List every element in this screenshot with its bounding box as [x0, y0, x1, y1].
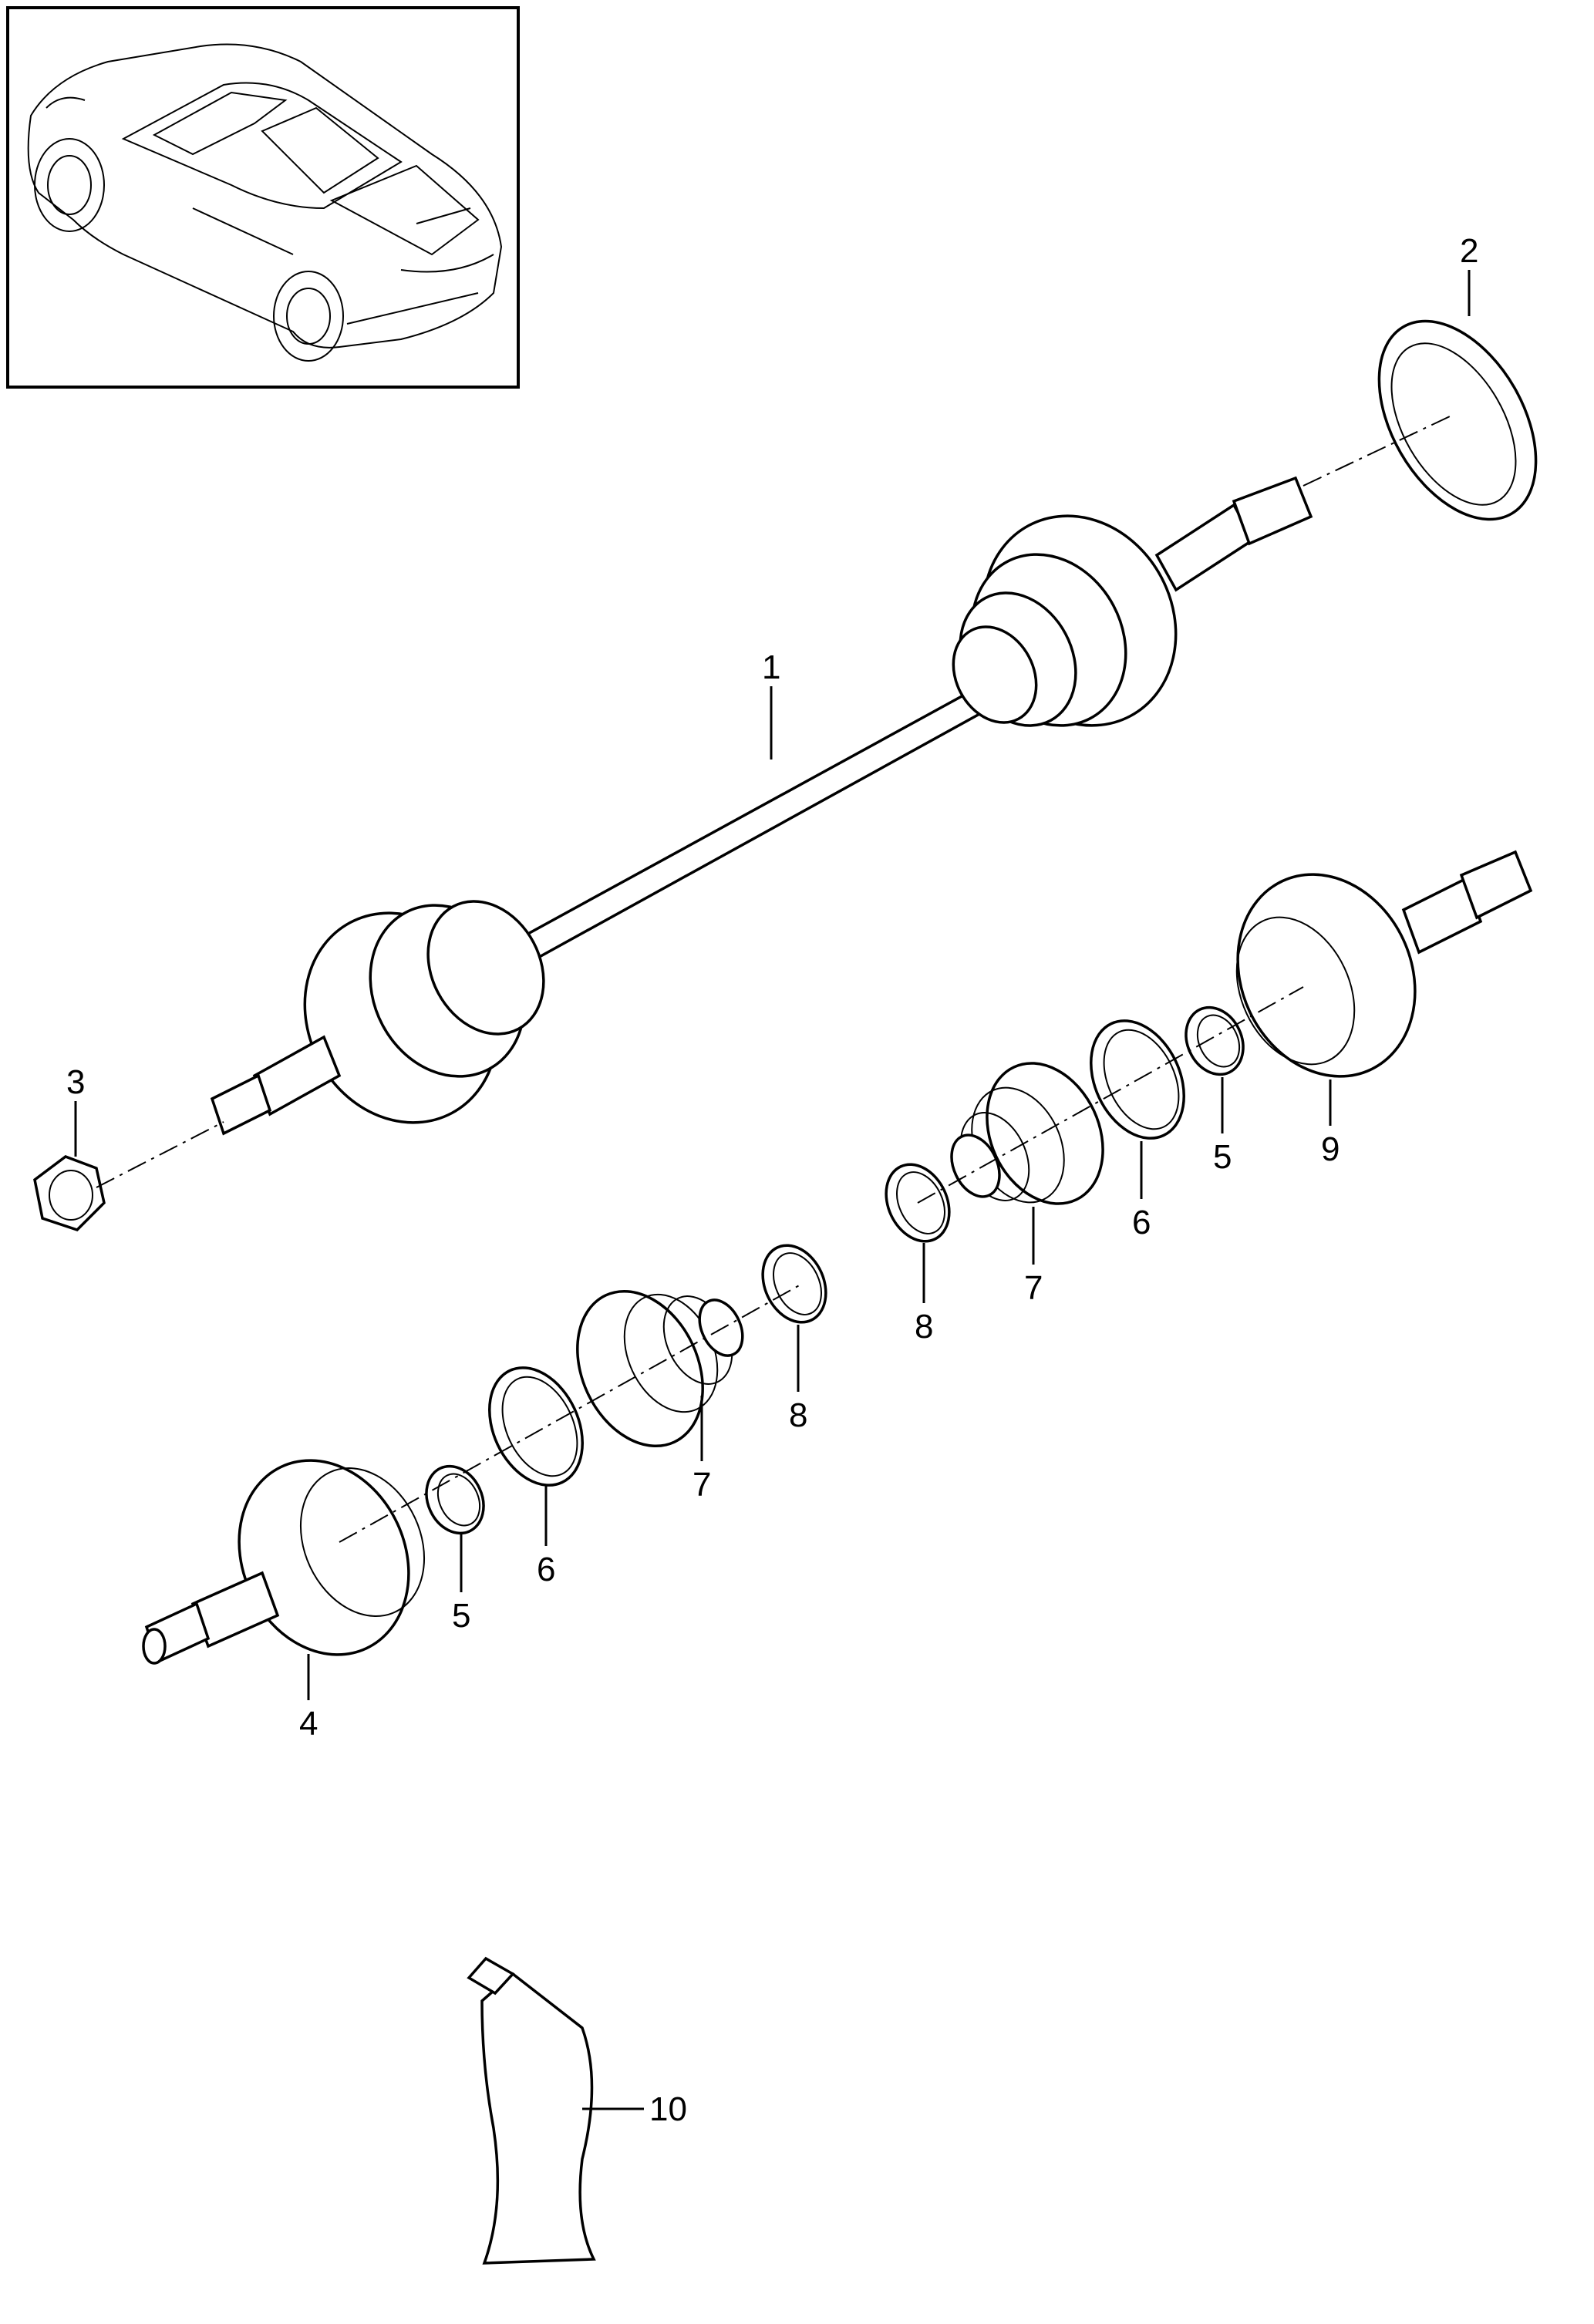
callout-1: 1 — [762, 648, 780, 686]
boot-lower — [576, 1289, 744, 1448]
callout-6-lower: 6 — [537, 1551, 555, 1588]
callout-2: 2 — [1460, 232, 1478, 270]
circlip-upper — [1185, 1005, 1245, 1076]
callout-5-lower: 5 — [452, 1597, 470, 1635]
cv-joint-inner — [1235, 850, 1533, 1078]
clamp-small-lower — [761, 1244, 827, 1324]
callout-7-lower: 7 — [693, 1466, 711, 1504]
drive-shaft-assembly — [210, 476, 1313, 1136]
callout-3: 3 — [66, 1063, 85, 1101]
callout-4: 4 — [299, 1705, 318, 1743]
leader-lines — [74, 270, 1471, 2110]
callout-labels: 1 2 3 4 5 5 6 6 7 7 8 8 9 10 — [66, 232, 1478, 2128]
clamp-large-lower — [488, 1366, 584, 1487]
tone-ring — [1377, 319, 1538, 521]
callout-10: 10 — [649, 2090, 687, 2128]
callout-8-lower: 8 — [789, 1396, 807, 1434]
cv-joint-outer — [142, 1459, 426, 1665]
callout-6-upper: 6 — [1132, 1204, 1151, 1241]
callout-5-upper: 5 — [1213, 1138, 1232, 1176]
callout-7-upper: 7 — [1024, 1269, 1043, 1307]
shaft-nut — [33, 1155, 106, 1232]
circlip-lower — [425, 1464, 485, 1535]
callout-8-upper: 8 — [915, 1308, 933, 1346]
assembly-axis-lines — [96, 416, 1451, 1543]
boot-upper — [950, 1062, 1104, 1205]
callout-9: 9 — [1321, 1130, 1340, 1168]
vehicle-thumbnail — [6, 6, 520, 389]
grease-tube — [467, 1956, 596, 2265]
